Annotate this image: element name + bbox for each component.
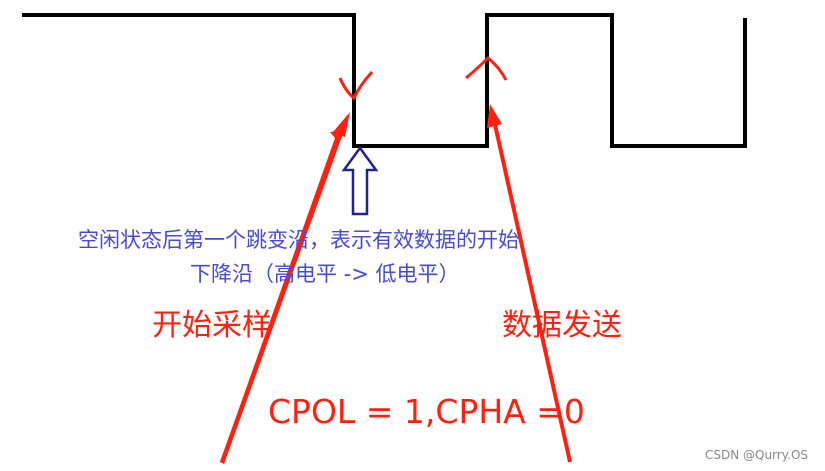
rising-edge-mark — [465, 55, 508, 81]
arrowhead-falling — [333, 112, 350, 137]
arrow-to-rising-edge — [492, 119, 572, 463]
watermark: CSDN @Qurry.OS — [705, 448, 809, 462]
falling-edge-mark — [338, 70, 374, 101]
start-sampling-label: 开始采样 — [152, 308, 272, 343]
clock-waveform — [22, 13, 747, 148]
up-arrow-icon — [341, 145, 379, 216]
data-send-label: 数据发送 — [502, 308, 622, 343]
mode-label: CPOL = 1,CPHA =0 — [268, 392, 585, 431]
arrowhead-rising — [487, 104, 502, 128]
annotation-line-2: 下降沿（高电平 -> 低电平） — [190, 262, 460, 286]
annotation-line-1: 空闲状态后第一个跳变沿，表示有效数据的开始 — [78, 228, 519, 252]
